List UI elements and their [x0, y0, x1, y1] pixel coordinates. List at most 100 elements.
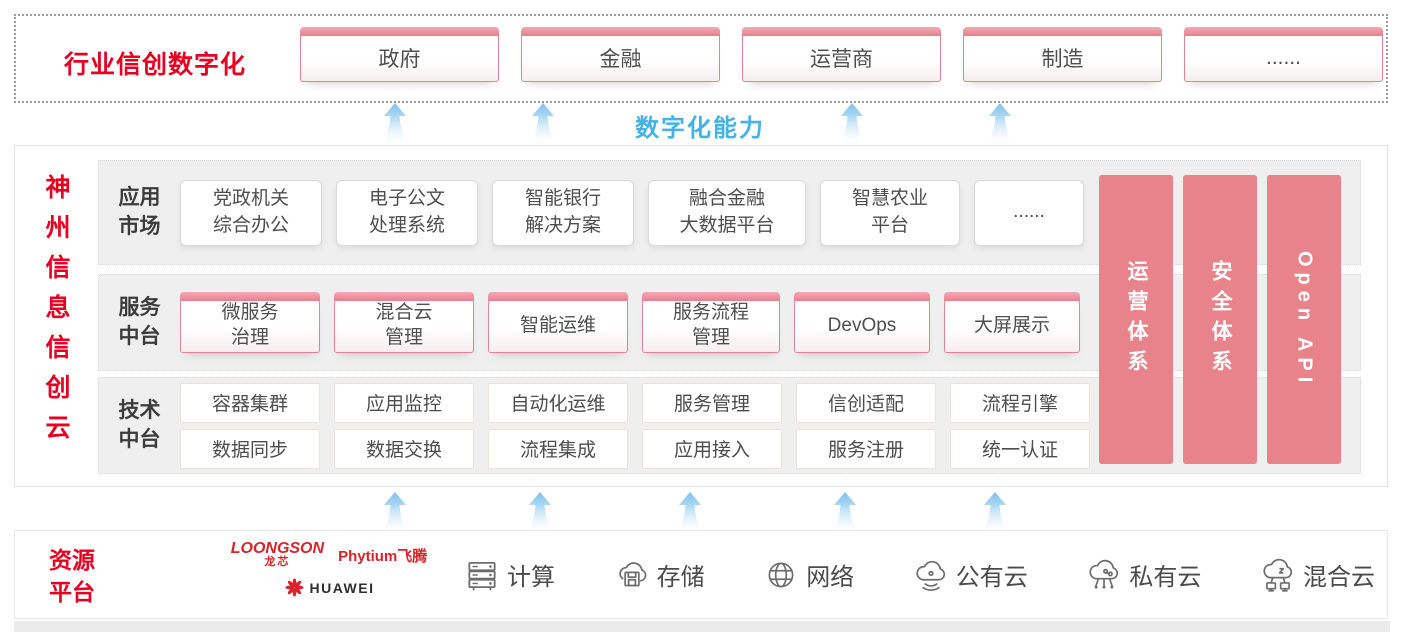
industry-banner-title: 行业信创数字化 [64, 51, 247, 79]
service-item-line: 混合云 [375, 302, 433, 324]
service-item-intelligent-ops: 智能运维 [488, 292, 628, 353]
tech-item-label: 应用接入 [673, 440, 750, 461]
row-label-line: 服务 [118, 296, 161, 320]
tech-item-data-sync: 数据同步 [180, 428, 320, 469]
phytium-wordmark: Phytium [338, 548, 398, 565]
tech-item-container-cluster: 容器集群 [180, 382, 320, 423]
resource-item-label: 存储 [656, 564, 705, 591]
up-arrow-icon [983, 103, 1017, 143]
tech-item-label: 服务注册 [827, 440, 904, 461]
app-item-line: 党政机关 [212, 187, 289, 209]
network-globe-icon [762, 556, 800, 594]
vendor-logos: LOONGSON 龙芯 Phytium飞腾 HUAWEI [211, 541, 447, 598]
industry-label: 政府 [378, 48, 421, 71]
tech-item-label: 自动化运维 [510, 394, 606, 415]
pillar-security-system: 安全体系 [1183, 175, 1257, 464]
tech-item-app-access: 应用接入 [642, 428, 782, 469]
tech-item-service-mgmt: 服务管理 [642, 382, 782, 423]
tech-item-label: 流程集成 [519, 440, 596, 461]
service-item-devops: DevOps [794, 292, 930, 353]
service-item-line: 管理 [384, 327, 423, 348]
server-icon [463, 556, 501, 594]
app-item-line: 大数据平台 [679, 214, 775, 236]
service-item-hybrid-cloud-mgmt: 混合云 管理 [334, 292, 474, 353]
huawei-logo: HUAWEI [211, 577, 447, 598]
tech-item-label: 数据同步 [211, 440, 288, 461]
tech-item-process-engine: 流程引擎 [950, 382, 1090, 423]
tech-item-label: 服务管理 [673, 394, 750, 415]
phytium-logo: Phytium飞腾 [338, 545, 427, 566]
resource-item-compute: 计算 [463, 556, 555, 594]
resource-platform-panel: 资源 平台 LOONGSON 龙芯 Phytium飞腾 HUAWEI 计算 [14, 530, 1388, 619]
service-item-big-screen: 大屏展示 [944, 292, 1080, 353]
row-label-line: 中台 [118, 427, 161, 451]
row-label-line: 市场 [118, 214, 161, 238]
service-item-line: 大屏展示 [973, 314, 1050, 336]
app-item-line: 平台 [870, 214, 909, 236]
resource-item-label: 网络 [806, 564, 855, 591]
resource-item-label: 计算 [507, 564, 555, 591]
industry-label: ...... [1265, 46, 1301, 69]
up-arrow-icon [673, 492, 707, 532]
industry-box-government: 政府 [300, 27, 499, 82]
up-arrow-icon [523, 492, 557, 532]
up-arrow-icon [828, 492, 862, 532]
tech-item-service-registry: 服务注册 [796, 428, 936, 469]
up-arrow-icon [378, 492, 412, 532]
tech-item-label: 流程引擎 [981, 394, 1058, 415]
resource-item-private-cloud: 私有云 [1085, 556, 1201, 594]
service-items: 微服务 治理 混合云 管理 智能运维 服务流程 管理 D [180, 292, 1080, 353]
row-label-line: 技术 [118, 399, 161, 423]
service-item-line: 智能运维 [519, 314, 596, 336]
tech-item-process-integration: 流程集成 [488, 428, 628, 469]
service-item-line: 服务流程 [672, 302, 749, 324]
service-item-line: 管理 [691, 327, 730, 348]
storage-cloud-icon [613, 556, 651, 594]
service-item-line: 治理 [230, 327, 269, 348]
service-row-label: 服务 中台 [99, 294, 180, 351]
industry-banner: 行业信创数字化 政府 金融 运营商 制造 ...... [14, 14, 1388, 103]
loongson-wordmark: LOONGSON [230, 540, 325, 557]
industry-box-list: 政府 金融 运营商 制造 ...... [300, 27, 1383, 82]
resource-item-hybrid-cloud: 混合云 [1259, 556, 1375, 594]
industry-box-telecom-operator: 运营商 [742, 27, 941, 82]
app-item-line: 融合金融 [688, 187, 765, 209]
app-item-line: 电子公文 [368, 187, 445, 209]
huawei-flower-icon [284, 577, 305, 598]
up-arrow-icon [835, 103, 869, 143]
service-item-microservice-governance: 微服务 治理 [180, 292, 320, 353]
service-item-service-process-mgmt: 服务流程 管理 [642, 292, 780, 353]
app-item-line: 智能银行 [524, 187, 601, 209]
row-label-line: 中台 [118, 324, 161, 348]
tech-item-label: 数据交换 [365, 440, 442, 461]
app-item-smart-bank: 智能银行 解决方案 [492, 179, 634, 246]
hybrid-cloud-icon [1259, 556, 1297, 594]
app-market-row-label: 应用 市场 [99, 184, 180, 241]
capability-label: 数字化能力 [635, 115, 765, 142]
app-item-line: 综合办公 [212, 214, 289, 236]
industry-label: 金融 [599, 48, 642, 71]
pillar-operations-system: 运营体系 [1099, 175, 1173, 464]
bottom-divider [14, 621, 1390, 632]
service-item-line: DevOps [827, 314, 897, 336]
resource-item-public-cloud: 公有云 [912, 556, 1028, 594]
up-arrow-icon [978, 492, 1012, 532]
app-item-party-gov-office: 党政机关 综合办公 [180, 179, 322, 246]
resource-item-label: 私有云 [1129, 564, 1202, 591]
tech-item-label: 容器集群 [211, 394, 288, 415]
app-item-smart-agriculture: 智慧农业 平台 [820, 179, 960, 246]
industry-label: 运营商 [810, 48, 873, 71]
pillar-open-api: Open API [1267, 175, 1341, 464]
tech-item-label: 统一认证 [981, 440, 1058, 461]
industry-box-more: ...... [1184, 27, 1383, 82]
app-item-finance-bigdata: 融合金融 大数据平台 [648, 179, 806, 246]
resource-platform-title: 资源 平台 [49, 544, 95, 608]
service-item-line: 微服务 [221, 302, 279, 324]
resource-item-label: 混合云 [1302, 564, 1375, 591]
phytium-cn-label: 飞腾 [397, 548, 428, 565]
up-arrow-icon [526, 103, 560, 143]
resource-title-line: 平台 [49, 579, 95, 606]
tech-item-automated-ops: 自动化运维 [488, 382, 628, 423]
tech-items: 容器集群 应用监控 自动化运维 服务管理 信创适配 流程引擎 数据同步 数据交换… [180, 382, 1090, 469]
app-item-line: 处理系统 [368, 214, 445, 236]
